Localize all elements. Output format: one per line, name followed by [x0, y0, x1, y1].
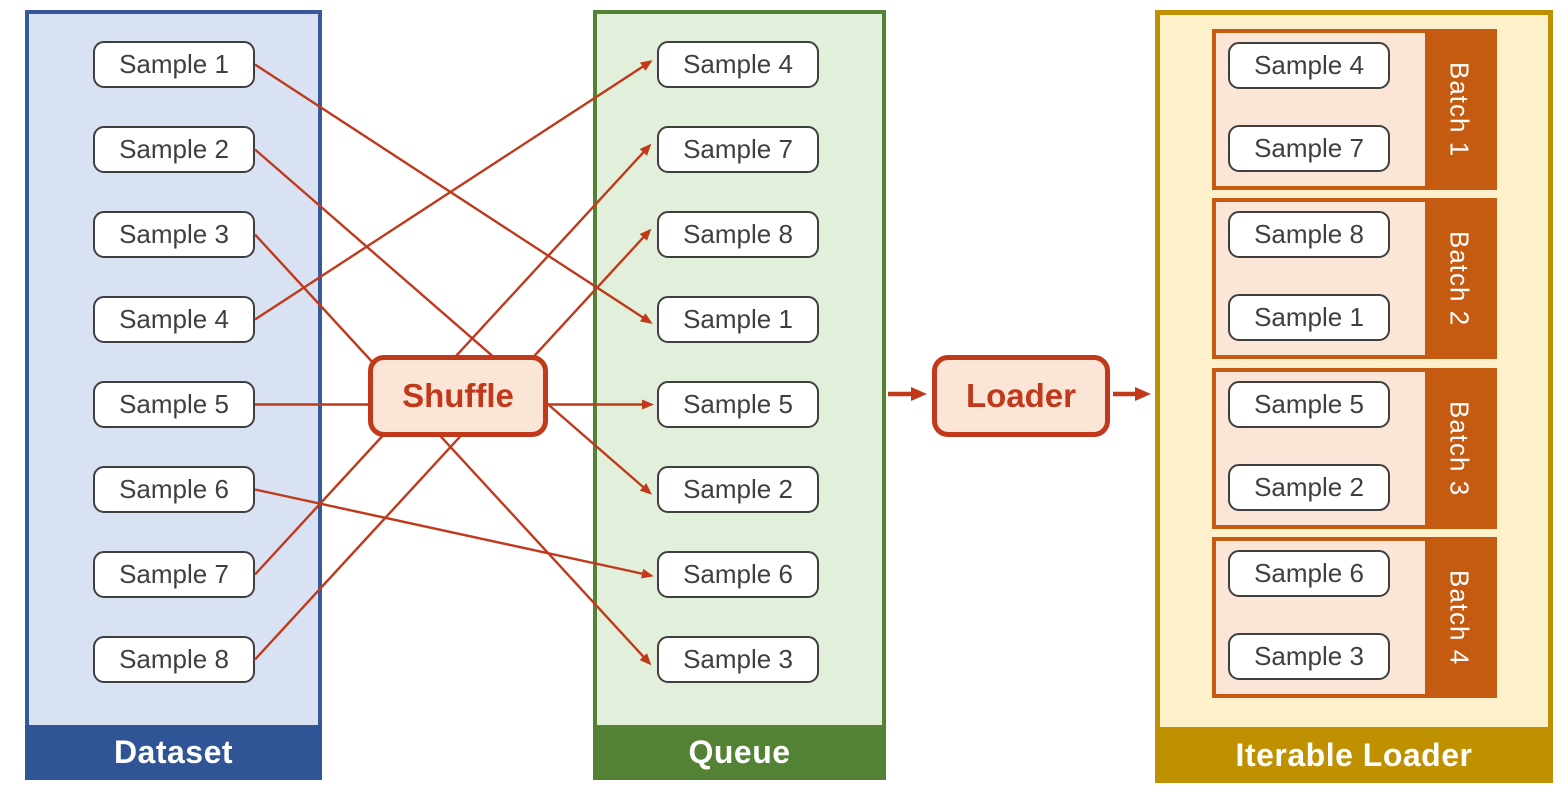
batch-2-sample-8: Sample 8: [1228, 211, 1390, 258]
queue-sample-7: Sample 7: [657, 126, 819, 173]
batch-1-container: Sample 4 Sample 7 Batch 1: [1212, 29, 1497, 190]
batch-1-label-bar: Batch 1: [1425, 33, 1493, 186]
dataset-sample-4: Sample 4: [93, 296, 255, 343]
loader-node: Loader: [932, 355, 1110, 437]
batch-4-sample-6: Sample 6: [1228, 550, 1390, 597]
queue-sample-3: Sample 3: [657, 636, 819, 683]
queue-sample-1: Sample 1: [657, 296, 819, 343]
batch-1-sample-4: Sample 4: [1228, 42, 1390, 89]
batch-2-container: Sample 8 Sample 1 Batch 2: [1212, 198, 1497, 359]
batch-4-sample-3: Sample 3: [1228, 633, 1390, 680]
queue-sample-6: Sample 6: [657, 551, 819, 598]
batch-4-container: Sample 6 Sample 3 Batch 4: [1212, 537, 1497, 698]
dataset-sample-1: Sample 1: [93, 41, 255, 88]
queue-sample-5: Sample 5: [657, 381, 819, 428]
queue-sample-2: Sample 2: [657, 466, 819, 513]
dataset-sample-3: Sample 3: [93, 211, 255, 258]
batch-3-sample-5: Sample 5: [1228, 381, 1390, 428]
iterable-loader-column: Sample 4 Sample 7 Batch 1 Sample 8 Sampl…: [1155, 10, 1553, 783]
batch-3-container: Sample 5 Sample 2 Batch 3: [1212, 368, 1497, 529]
queue-column: Sample 4 Sample 7 Sample 8 Sample 1 Samp…: [593, 10, 886, 780]
queue-sample-8: Sample 8: [657, 211, 819, 258]
dataset-sample-5: Sample 5: [93, 381, 255, 428]
batch-3-label: Batch 3: [1444, 400, 1475, 497]
batch-4-label: Batch 4: [1444, 569, 1475, 666]
iterable-loader-column-label: Iterable Loader: [1155, 727, 1553, 783]
queue-column-label: Queue: [593, 725, 886, 780]
batch-1-sample-7: Sample 7: [1228, 125, 1390, 172]
batch-2-label: Batch 2: [1444, 230, 1475, 327]
batch-1-label: Batch 1: [1444, 61, 1475, 158]
shuffle-node: Shuffle: [368, 355, 548, 437]
batch-2-sample-1: Sample 1: [1228, 294, 1390, 341]
batch-2-label-bar: Batch 2: [1425, 202, 1493, 355]
dataset-column-label: Dataset: [25, 725, 322, 780]
dataset-sample-7: Sample 7: [93, 551, 255, 598]
dataset-sample-2: Sample 2: [93, 126, 255, 173]
batch-3-sample-2: Sample 2: [1228, 464, 1390, 511]
queue-sample-4: Sample 4: [657, 41, 819, 88]
dataset-sample-6: Sample 6: [93, 466, 255, 513]
batch-3-label-bar: Batch 3: [1425, 372, 1493, 525]
dataset-column: Sample 1 Sample 2 Sample 3 Sample 4 Samp…: [25, 10, 322, 780]
batch-4-label-bar: Batch 4: [1425, 541, 1493, 694]
dataset-sample-8: Sample 8: [93, 636, 255, 683]
